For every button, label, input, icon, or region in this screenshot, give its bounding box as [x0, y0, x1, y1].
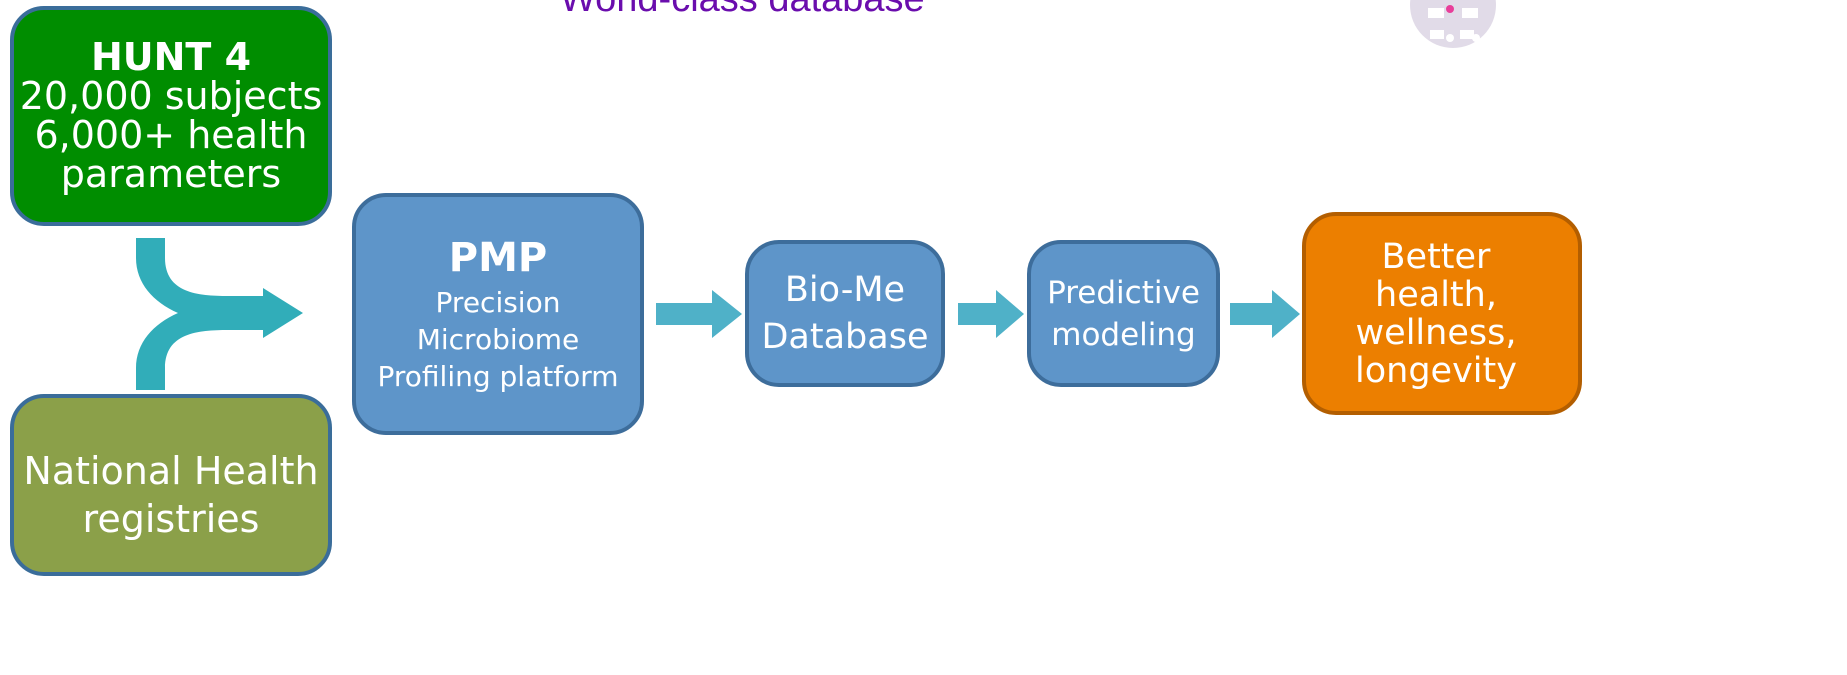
- pmp-text-2: Microbiome: [416, 322, 580, 356]
- right-arrow-icon: [1230, 290, 1300, 338]
- right-arrow-icon: [656, 290, 742, 338]
- biome-database-box: Bio-Me Database: [745, 240, 945, 387]
- outcome-text-3: wellness,: [1355, 312, 1517, 353]
- pmp-text-1: Precision: [435, 285, 561, 319]
- biome-text-1: Bio-Me: [784, 269, 906, 310]
- registries-text-2: registries: [82, 497, 260, 541]
- logo-icon: [1410, 0, 1496, 48]
- page-title: World-class database: [560, 0, 925, 21]
- pmp-box: PMP Precision Microbiome Profiling platf…: [352, 193, 644, 435]
- biome-text-2: Database: [761, 316, 929, 357]
- predictive-text-1: Predictive: [1047, 274, 1200, 311]
- outcome-text-1: Better: [1381, 236, 1491, 277]
- national-registries-box: National Health registries: [10, 394, 332, 576]
- outcome-text-4: longevity: [1355, 350, 1517, 391]
- outcome-box: Better health, wellness, longevity: [1302, 212, 1582, 415]
- hunt4-subjects-text: 20,000 subjects: [19, 74, 323, 118]
- hunt4-box: HUNT 4 20,000 subjects 6,000+ health par…: [10, 6, 332, 226]
- hunt4-parameters-text-2: parameters: [60, 152, 282, 196]
- predictive-modeling-box: Predictive modeling: [1027, 240, 1220, 387]
- right-arrow-icon: [958, 290, 1024, 338]
- hunt4-heading: HUNT 4: [90, 35, 252, 79]
- pmp-text-3: Profiling platform: [377, 359, 619, 393]
- registries-text-1: National Health: [23, 449, 319, 493]
- merge-arrow-icon: [136, 238, 303, 390]
- outcome-text-2: health,: [1375, 274, 1497, 315]
- hunt4-parameters-text-1: 6,000+ health: [34, 113, 308, 157]
- pmp-heading: PMP: [448, 234, 548, 281]
- predictive-text-2: modeling: [1051, 316, 1196, 353]
